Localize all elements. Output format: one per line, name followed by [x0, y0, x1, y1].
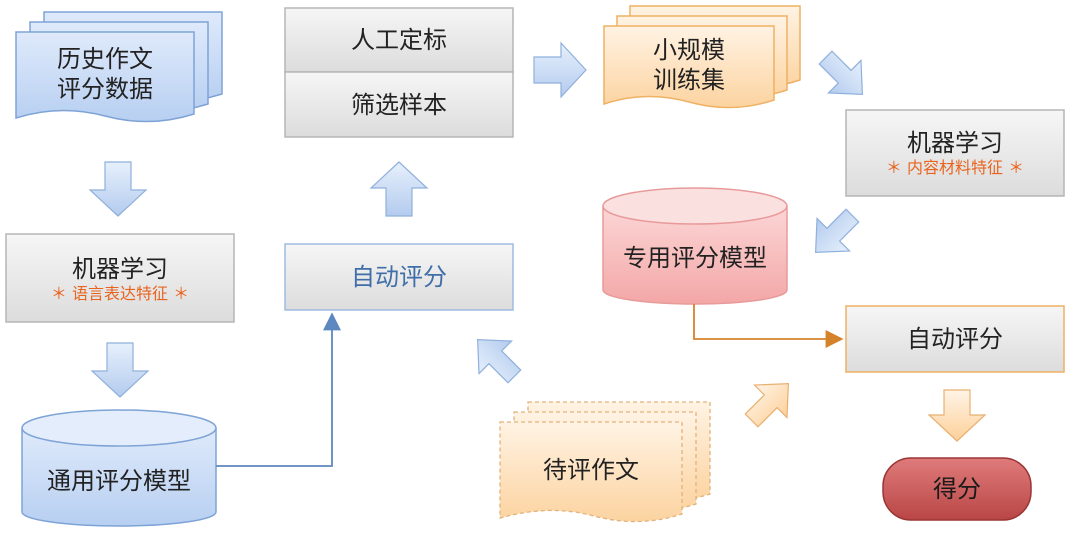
arrow-down-ml-to-model	[90, 342, 150, 398]
arrow-up-auto-to-filter	[369, 161, 429, 217]
manual-calibration-label: 人工定标	[351, 26, 447, 54]
manual-calibration-box	[284, 7, 514, 73]
arrow-down-history-to-ml	[88, 161, 148, 217]
ml-language-subtitle: ＊ 语言表达特征 ＊	[50, 284, 190, 303]
dedicated-model-cylinder	[602, 187, 788, 305]
history-essays-line1: 历史作文	[57, 45, 153, 73]
ml-content-subtitle: ＊ 内容材料特征 ＊	[885, 158, 1025, 177]
ml-language-title: 机器学习	[72, 255, 168, 283]
arrow-diag-pending-to-auto-right	[744, 382, 790, 428]
auto-score-left-label: 自动评分	[351, 263, 447, 291]
auto-score-left-box	[284, 243, 514, 311]
dedicated-model-label: 专用评分模型	[623, 244, 767, 272]
auto-score-right-label: 自动评分	[907, 325, 1003, 353]
filter-samples-label: 筛选样本	[351, 90, 447, 119]
small-training-set-label: 小规模 训练集	[604, 30, 774, 100]
general-model-cylinder	[21, 409, 217, 527]
arrow-right-to-training	[533, 41, 587, 99]
connector-dedicated-to-auto-right	[693, 304, 844, 348]
ml-language-box	[5, 233, 235, 323]
history-essays-label: 历史作文 评分数据	[16, 38, 194, 110]
ml-content-title: 机器学习	[907, 129, 1003, 157]
ml-language-label: 机器学习 ＊ 语言表达特征 ＊	[6, 240, 234, 318]
connector-general-to-auto-left	[216, 312, 341, 467]
history-essays-line2: 评分数据	[57, 75, 153, 103]
auto-score-right-box	[845, 305, 1065, 373]
arrow-diag-ml-to-dedicated	[814, 208, 860, 254]
filter-samples-box	[284, 71, 514, 138]
general-model-label: 通用评分模型	[47, 467, 191, 495]
arrow-diag-pending-to-auto-left	[476, 338, 522, 384]
ml-content-label: 机器学习 ＊ 内容材料特征 ＊	[846, 114, 1064, 192]
small-training-set-line1: 小规模	[653, 36, 725, 64]
small-training-set-line2: 训练集	[653, 66, 725, 94]
score-label: 得分	[933, 475, 981, 503]
arrow-down-auto-to-score	[927, 389, 987, 442]
arrow-diag-training-to-ml	[818, 50, 864, 96]
score-button-shape	[882, 457, 1032, 521]
pending-essays-label: 待评作文	[543, 456, 639, 484]
small-training-set-doc-stack	[603, 5, 801, 109]
history-essays-doc-stack	[15, 11, 223, 123]
pending-essays-doc-stack	[499, 401, 711, 523]
ml-content-box	[845, 109, 1065, 197]
